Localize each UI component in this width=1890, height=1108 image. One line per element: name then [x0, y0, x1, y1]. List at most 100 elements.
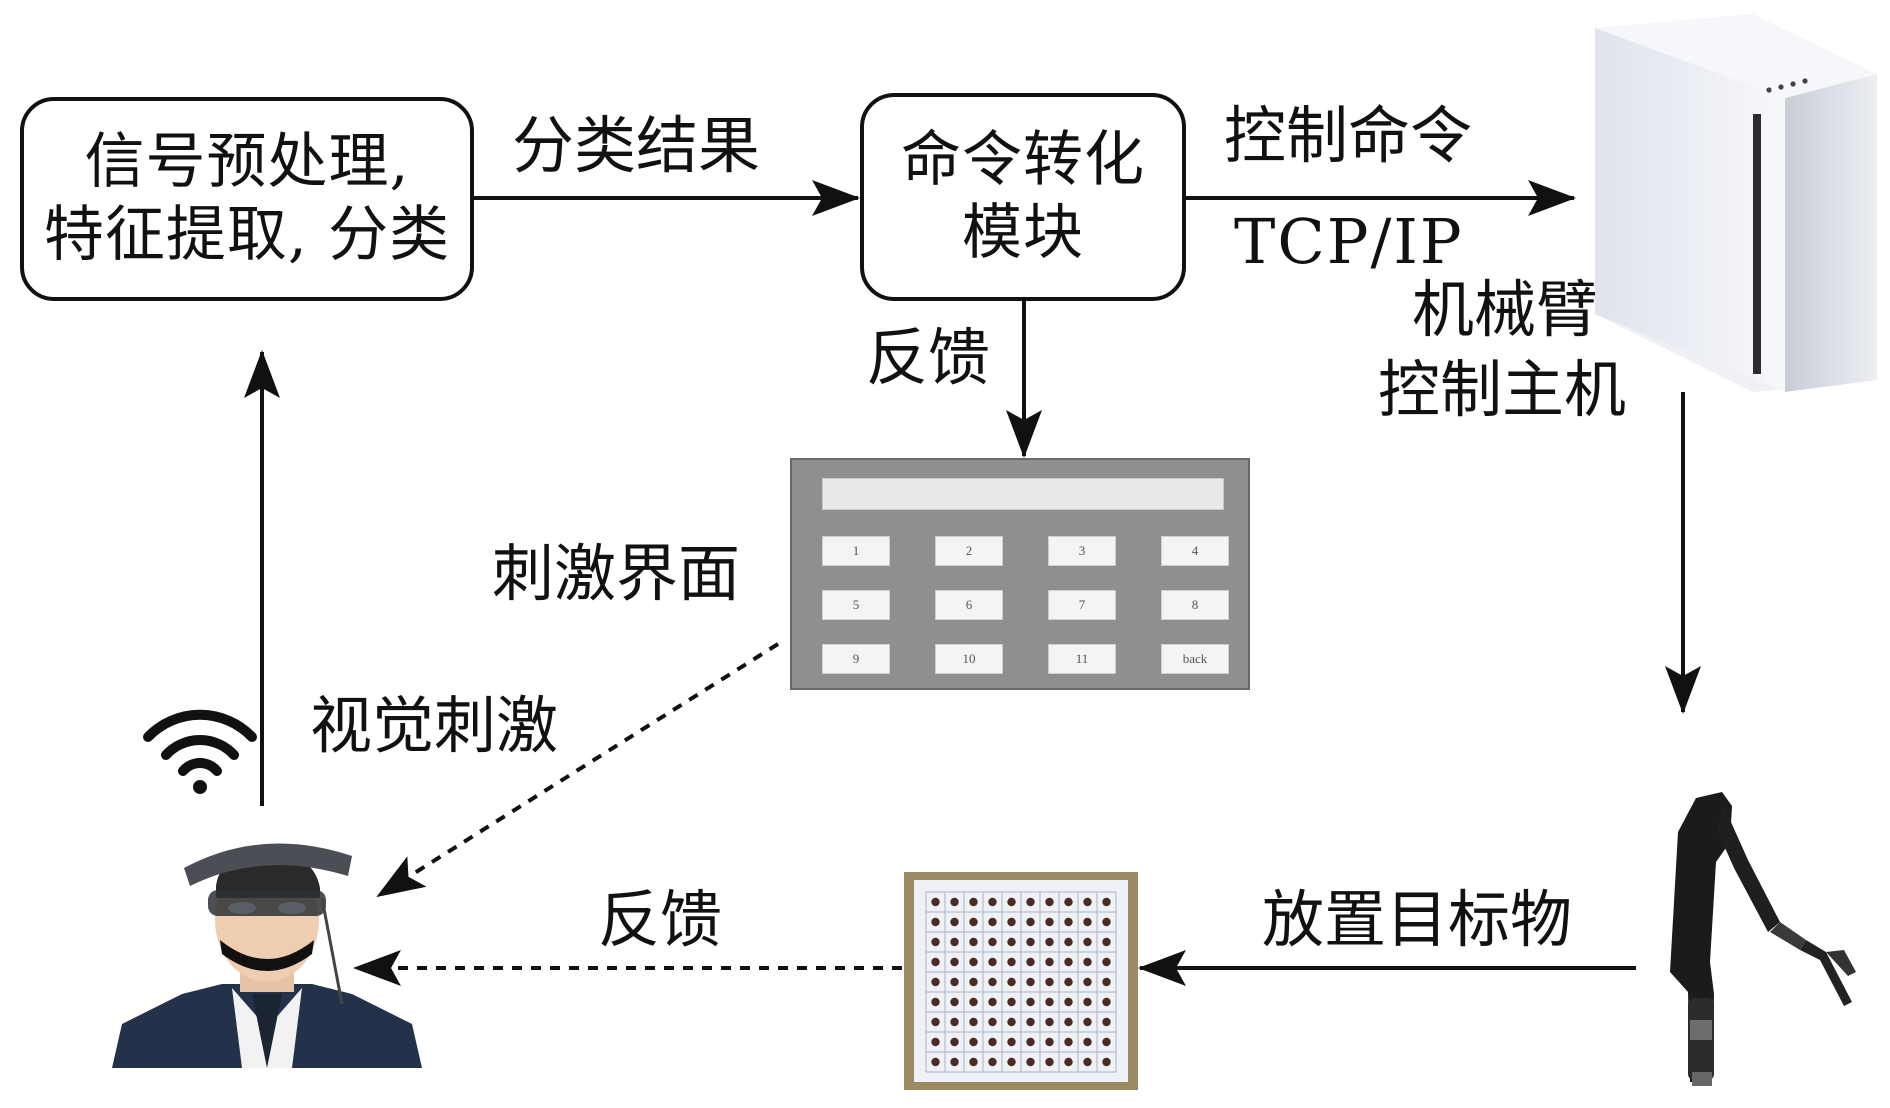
key-6: 6 [935, 590, 1003, 620]
board-dot [1045, 917, 1054, 927]
board-dot [950, 977, 959, 987]
board-dot [1007, 1037, 1016, 1047]
preprocess-line-1: 信号预处理, [84, 126, 410, 197]
board-dot [1083, 1017, 1092, 1027]
board-dot [1007, 897, 1016, 907]
board-dot [931, 997, 940, 1007]
command-line-1: 命令转化 [901, 124, 1145, 195]
board-dot [1026, 1017, 1035, 1027]
board-dot [988, 1017, 997, 1027]
board-dot [1045, 937, 1054, 947]
board-dot [1026, 997, 1035, 1007]
board-dot [1102, 917, 1111, 927]
preprocess-line-2: 特征提取, 分类 [43, 200, 451, 270]
board-dot [1045, 957, 1054, 967]
board-dot [1045, 1017, 1054, 1027]
command-box: 命令转化 模块 [860, 93, 1186, 301]
board-dot [1083, 1057, 1092, 1067]
board-dot [950, 997, 959, 1007]
key-8: 8 [1161, 590, 1229, 620]
board-dot [1007, 1057, 1016, 1067]
board-dot [969, 1017, 978, 1027]
target-board-image [904, 872, 1138, 1090]
computer-tower-icon [1595, 14, 1877, 392]
board-dot [1007, 997, 1016, 1007]
board-dot [950, 957, 959, 967]
robot-arm-icon [1670, 792, 1856, 1086]
board-dot [988, 1057, 997, 1067]
board-dot [1026, 897, 1035, 907]
key-7: 7 [1048, 590, 1116, 620]
board-dot [1083, 997, 1092, 1007]
board-dot [950, 937, 959, 947]
label-tcp-ip: TCP/IP [1234, 205, 1464, 278]
board-dot [931, 957, 940, 967]
board-dot [1102, 1037, 1111, 1047]
board-dot [931, 917, 940, 927]
board-dot [988, 997, 997, 1007]
keypad-display [822, 478, 1224, 510]
board-grid [925, 891, 1117, 1073]
key-1: 1 [822, 536, 890, 566]
board-dot [1064, 997, 1073, 1007]
board-dot [1102, 937, 1111, 947]
label-arm-host-1: 机械臂 [1412, 273, 1599, 346]
board-dot [1083, 977, 1092, 987]
board-dot [1064, 1037, 1073, 1047]
board-dot [1007, 977, 1016, 987]
board-dot [1007, 957, 1016, 967]
label-stimulus-interface: 刺激界面 [492, 537, 741, 610]
board-dot [1026, 1037, 1035, 1047]
label-visual-stimulus: 视觉刺激 [310, 689, 559, 762]
board-dot [950, 1017, 959, 1027]
board-dot [969, 1037, 978, 1047]
board-dot [931, 937, 940, 947]
board-dot [1102, 1017, 1111, 1027]
board-dot [1064, 977, 1073, 987]
label-place-target: 放置目标物 [1262, 883, 1573, 956]
board-dot [988, 1037, 997, 1047]
board-dot [950, 917, 959, 927]
key-5: 5 [822, 590, 890, 620]
board-dot [931, 1017, 940, 1027]
board-dot [950, 1057, 959, 1067]
board-dot [1083, 957, 1092, 967]
preprocess-box: 信号预处理, 特征提取, 分类 [20, 97, 474, 301]
key-4: 4 [1161, 536, 1229, 566]
board-dot [969, 957, 978, 967]
board-dot [1064, 937, 1073, 947]
board-dot [931, 897, 940, 907]
arrow-visual-stimulus [376, 642, 780, 898]
stimulus-keypad: 1 2 3 4 5 6 7 8 9 10 11 back [790, 458, 1250, 690]
board-dot [1045, 977, 1054, 987]
user-with-headset-image [112, 843, 422, 1068]
board-dot [950, 897, 959, 907]
board-dot [1045, 997, 1054, 1007]
key-11: 11 [1048, 644, 1116, 674]
board-dot [1083, 917, 1092, 927]
board-dot [931, 977, 940, 987]
board-dot [1064, 897, 1073, 907]
wifi-icon [143, 709, 257, 794]
label-arm-host-2: 控制主机 [1378, 353, 1627, 426]
board-dot [950, 1037, 959, 1047]
board-dot [969, 917, 978, 927]
board-dot [1045, 897, 1054, 907]
board-dot [1083, 1037, 1092, 1047]
board-dot [1007, 937, 1016, 947]
key-10: 10 [935, 644, 1003, 674]
board-dot [1102, 997, 1111, 1007]
board-dot [988, 917, 997, 927]
board-dot [1026, 1057, 1035, 1067]
board-dot [988, 937, 997, 947]
board-dot [1007, 917, 1016, 927]
board-dot [1064, 917, 1073, 927]
board-dot [1102, 897, 1111, 907]
board-dot [1045, 1037, 1054, 1047]
key-2: 2 [935, 536, 1003, 566]
board-dot [931, 1037, 940, 1047]
board-dot [931, 1057, 940, 1067]
board-dot [1083, 897, 1092, 907]
board-dot [988, 957, 997, 967]
